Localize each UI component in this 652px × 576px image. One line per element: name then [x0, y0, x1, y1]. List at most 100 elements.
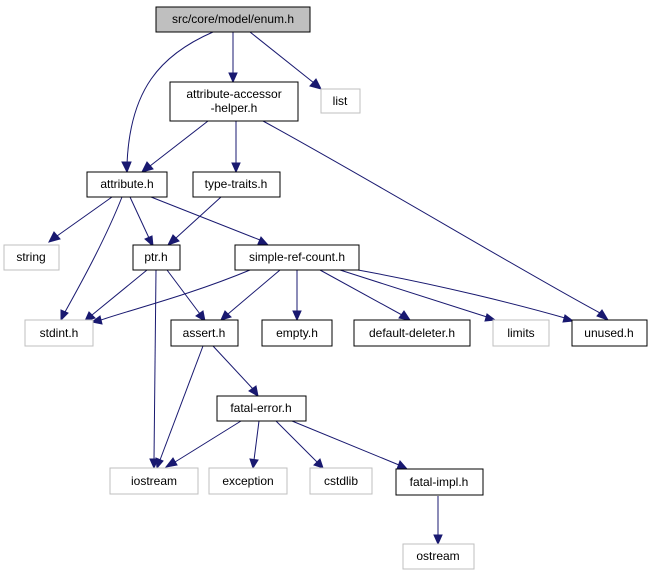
edge-attribute-stdint	[64, 196, 123, 313]
node-fatal-error-h-box	[216, 395, 307, 422]
edge-fatal-error-iostream	[174, 420, 242, 463]
node-limits[interactable]: limits	[492, 319, 550, 347]
node-assert-h-label: assert.h	[183, 326, 226, 340]
node-default-deleter-h[interactable]: default-deleter.h	[353, 319, 471, 347]
arrowhead-simple-empty	[292, 310, 302, 322]
node-assert-h[interactable]: assert.h	[170, 319, 239, 347]
edge-accessor-attribute	[149, 120, 209, 167]
edge-attribute-string	[56, 196, 113, 237]
node-attribute-accessor-helper-h-label-line1: attribute-accessor	[186, 87, 281, 101]
node-attribute-accessor-helper-h-label-line2: -helper.h	[211, 101, 258, 115]
edge-accessor-unused	[262, 120, 601, 314]
edge-enum-list	[249, 31, 315, 84]
edge-attribute-simple-ref-count	[150, 196, 261, 241]
edges	[48, 31, 610, 546]
arrowhead-fatal-error-cstdlib	[313, 458, 324, 469]
node-stdint-h-box	[24, 319, 94, 347]
node-empty-h[interactable]: empty.h	[261, 319, 333, 347]
node-ptr-h[interactable]: ptr.h	[132, 244, 181, 271]
arrowhead-enum-list	[309, 78, 322, 90]
node-list[interactable]: list	[320, 88, 361, 114]
node-simple-ref-count-h-label: simple-ref-count.h	[249, 250, 345, 264]
edge-simple-unused	[357, 269, 566, 319]
node-iostream-label: iostream	[131, 474, 177, 488]
arrowhead-simple-default-deleter	[398, 310, 412, 321]
node-string-label: string	[16, 250, 45, 264]
node-limits-box	[492, 319, 550, 347]
node-fatal-error-h[interactable]: fatal-error.h	[216, 395, 307, 422]
node-fatal-impl-h[interactable]: fatal-impl.h	[395, 468, 484, 496]
node-attribute-h[interactable]: attribute.h	[86, 171, 168, 198]
node-unused-h-box	[571, 319, 648, 347]
arrowhead-enum-accessor-helper	[228, 72, 238, 84]
node-ostream[interactable]: ostream	[402, 543, 475, 570]
arrowhead-attribute-string	[48, 231, 61, 243]
node-unused-h[interactable]: unused.h	[571, 319, 648, 347]
node-exception-box	[208, 467, 288, 495]
edge-simple-default-deleter	[319, 269, 403, 316]
node-cstdlib-label: cstdlib	[324, 474, 358, 488]
node-simple-ref-count-h-box	[234, 244, 360, 271]
arrowhead-attribute-stdint	[60, 309, 69, 322]
arrowhead-simple-assert	[220, 310, 232, 321]
edge-attribute-ptr	[129, 196, 150, 239]
node-exception[interactable]: exception	[208, 467, 288, 495]
node-enum-h-box	[155, 6, 311, 33]
arrowhead-attribute-simple-ref-count	[257, 236, 270, 246]
node-enum-h-label: src/core/model/enum.h	[172, 12, 294, 26]
node-limits-label: limits	[507, 326, 534, 340]
arrowhead-ptr-assert	[195, 310, 206, 322]
edge-simple-stdint	[100, 269, 251, 321]
node-default-deleter-h-label: default-deleter.h	[369, 326, 455, 340]
arrowhead-fatal-error-exception	[249, 458, 259, 470]
node-fatal-impl-h-box	[395, 468, 484, 496]
node-attribute-h-box	[86, 171, 168, 198]
node-ptr-h-label: ptr.h	[144, 250, 167, 264]
arrowhead-accessor-type-traits	[231, 162, 241, 174]
edge-enum-attribute	[126, 31, 214, 165]
node-stdint-h[interactable]: stdint.h	[24, 319, 94, 347]
edge-ptr-stdint	[91, 269, 148, 316]
arrowhead-simple-stdint	[90, 315, 103, 325]
node-type-traits-h[interactable]: type-traits.h	[192, 171, 281, 198]
edge-fatal-error-fatal-impl	[291, 420, 400, 466]
arrowhead-simple-unused	[562, 314, 575, 323]
node-cstdlib[interactable]: cstdlib	[309, 467, 373, 495]
node-string[interactable]: string	[3, 244, 60, 271]
arrowhead-type-traits-ptr	[166, 234, 180, 246]
arrowhead-enum-attribute	[121, 161, 132, 174]
arrowhead-accessor-unused	[596, 309, 610, 321]
node-simple-ref-count-h[interactable]: simple-ref-count.h	[234, 244, 360, 271]
edge-ptr-iostream	[153, 269, 157, 461]
arrowhead-fatal-impl-ostream	[433, 534, 443, 546]
arrowhead-fatal-error-fatal-impl	[396, 460, 409, 470]
node-enum-h[interactable]: src/core/model/enum.h	[155, 6, 311, 33]
edge-simple-assert	[227, 269, 281, 315]
node-assert-h-box	[170, 319, 239, 347]
node-cstdlib-box	[309, 467, 373, 495]
node-default-deleter-h-box	[353, 319, 471, 347]
node-ptr-h-box	[132, 244, 181, 271]
arrowhead-accessor-attribute	[141, 161, 154, 173]
arrowhead-assert-iostream	[155, 457, 164, 470]
node-attribute-accessor-helper-h[interactable]: attribute-accessor -helper.h	[169, 81, 299, 122]
node-list-label: list	[333, 94, 348, 108]
node-list-box	[320, 88, 361, 114]
node-attribute-h-label: attribute.h	[100, 177, 153, 191]
node-ostream-label: ostream	[416, 549, 459, 563]
arrowhead-simple-limits	[484, 313, 497, 322]
node-fatal-impl-h-label: fatal-impl.h	[410, 475, 469, 489]
node-empty-h-label: empty.h	[276, 326, 318, 340]
node-type-traits-h-label: type-traits.h	[205, 177, 268, 191]
edge-ptr-assert	[166, 269, 201, 315]
node-exception-label: exception	[222, 474, 273, 488]
node-iostream[interactable]: iostream	[109, 467, 199, 495]
node-stdint-h-label: stdint.h	[40, 326, 79, 340]
node-type-traits-h-box	[192, 171, 281, 198]
edge-assert-fatal-error	[212, 345, 254, 390]
node-ostream-box	[402, 543, 475, 570]
nodes: src/core/model/enum.h attribute-accessor…	[3, 6, 648, 570]
node-iostream-box	[109, 467, 199, 495]
node-attribute-accessor-helper-h-box	[169, 81, 299, 122]
